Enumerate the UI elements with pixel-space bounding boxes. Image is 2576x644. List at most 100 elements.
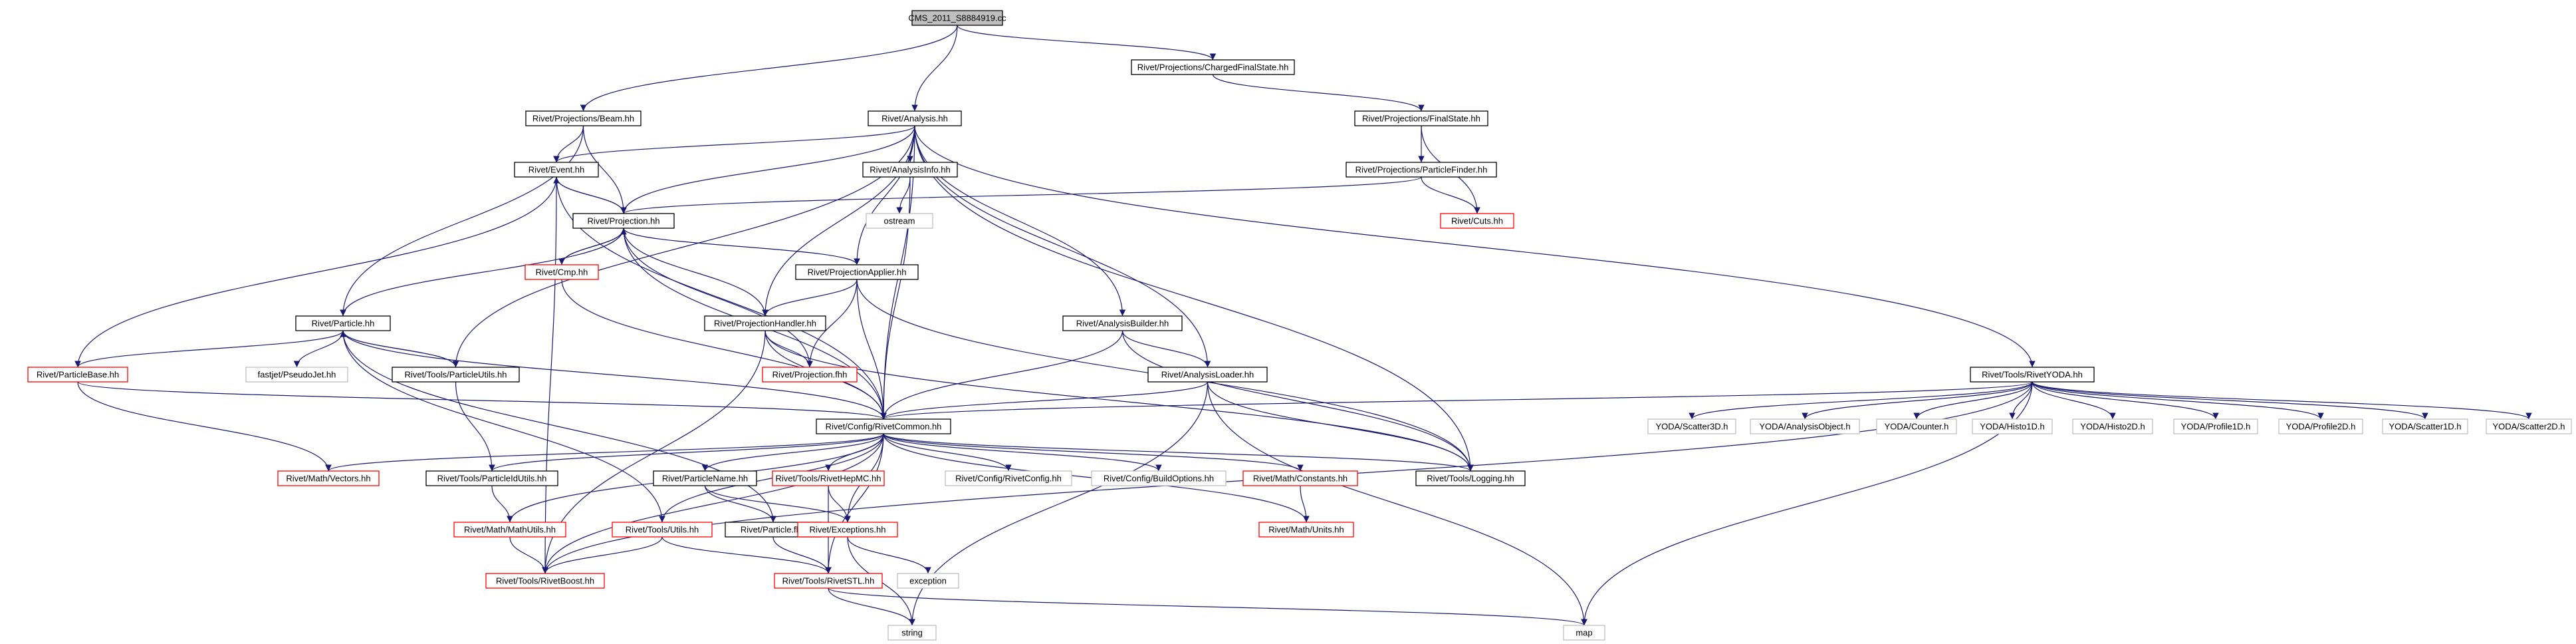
node-map[interactable]: map (1563, 625, 1605, 641)
node-box (525, 264, 599, 280)
node-yoda-histo2d-h[interactable]: YODA/Histo2D.h (2072, 418, 2153, 434)
node-box (392, 367, 520, 383)
edge-rivet-tools-rivetyoda-hh-to-yoda-scatter1d-h (2032, 381, 2428, 420)
edge-rivet-analysisloader-hh-to-rivet-tools-logging-hh (1207, 381, 1474, 472)
node-rivet-projections-beam-hh[interactable]: Rivet/Projections/Beam.hh (525, 110, 642, 126)
node-yoda-scatter1d-h[interactable]: YODA/Scatter1D.h (2382, 418, 2468, 434)
edge-rivet-tools-utils-hh-to-rivet-tools-rivetboost-hh (542, 536, 663, 574)
node-rivet-particle-fhh[interactable]: Rivet/Particle.fhh (725, 522, 822, 538)
node-rivet-tools-particleutils-hh[interactable]: Rivet/Tools/ParticleUtils.hh (392, 367, 520, 383)
edge-rivet-analysis-hh-to-rivet-tools-rivetyoda-hh (914, 125, 2036, 368)
node-rivet-particlename-hh[interactable]: Rivet/ParticleName.hh (653, 470, 757, 486)
node-rivet-tools-particleidutils-hh[interactable]: Rivet/Tools/ParticleIdUtils.hh (425, 470, 558, 486)
edge-rivet-particlebase-hh-to-rivet-math-vectors-hh (77, 381, 332, 472)
node-rivet-projections-chargedfinalstate-hh[interactable]: Rivet/Projections/ChargedFinalState.hh (1131, 59, 1295, 75)
edge-rivet-exceptions-hh-to-exception (847, 536, 931, 574)
node-rivet-math-vectors-hh[interactable]: Rivet/Math/Vectors.hh (277, 470, 380, 486)
node-yoda-scatter2d-h[interactable]: YODA/Scatter2D.h (2486, 418, 2572, 434)
node-rivet-config-rivetcommon-hh[interactable]: Rivet/Config/RivetCommon.hh (816, 418, 951, 434)
node-rivet-config-rivetconfig-hh[interactable]: Rivet/Config/RivetConfig.hh (945, 470, 1072, 486)
node-rivet-analysis-hh[interactable]: Rivet/Analysis.hh (868, 110, 962, 126)
node-rivet-analysisbuilder-hh[interactable]: Rivet/AnalysisBuilder.hh (1062, 315, 1183, 331)
node-label: Rivet/Exceptions.hh (810, 525, 886, 535)
node-label: Rivet/ProjectionApplier.hh (808, 267, 907, 277)
node-box (1415, 470, 1526, 486)
edge-rivet-tools-rivetyoda-hh-to-yoda-histo2d-h (2032, 381, 2116, 420)
node-rivet-tools-rivetstl-hh[interactable]: Rivet/Tools/RivetSTL.hh (774, 573, 883, 589)
node-rivet-particle-hh[interactable]: Rivet/Particle.hh (295, 315, 391, 331)
node-rivet-config-buildoptions-hh[interactable]: Rivet/Config/BuildOptions.hh (1091, 470, 1227, 486)
edge-rivet-projectionapplier-hh-to-rivet-projection-fhh (806, 279, 858, 368)
node-yoda-scatter3d-h[interactable]: YODA/Scatter3D.h (1647, 418, 1736, 434)
node-label: Rivet/Cmp.hh (536, 267, 588, 277)
node-label: Rivet/Projections/FinalState.hh (1362, 114, 1480, 124)
node-box (1876, 418, 1957, 434)
node-rivet-math-mathutils-hh[interactable]: Rivet/Math/MathUtils.hh (453, 522, 566, 538)
node-box (762, 367, 858, 383)
node-ostream[interactable]: ostream (866, 213, 933, 229)
node-rivet-cuts-hh[interactable]: Rivet/Cuts.hh (1440, 213, 1514, 229)
node-label: Rivet/Tools/ParticleUtils.hh (405, 370, 507, 380)
node-yoda-analysisobject-h[interactable]: YODA/AnalysisObject.h (1750, 418, 1860, 434)
node-label: Rivet/Analysis.hh (881, 114, 948, 124)
node-label: YODA/Scatter3D.h (1655, 422, 1728, 432)
node-box (277, 470, 380, 486)
node-yoda-histo1d-h[interactable]: YODA/Histo1D.h (1972, 418, 2053, 434)
edge-rivet-particlebase-hh-to-rivet-config-rivetcommon-hh (77, 381, 887, 420)
node-label: Rivet/Config/BuildOptions.hh (1104, 474, 1214, 484)
node-rivet-projection-hh[interactable]: Rivet/Projection.hh (572, 213, 675, 229)
node-rivet-projectionhandler-hh[interactable]: Rivet/ProjectionHandler.hh (704, 315, 826, 331)
node-label: CMS_2011_S8884919.cc (908, 13, 1006, 23)
edge-rivet-projection-hh-to-rivet-projectionapplier-hh (623, 228, 860, 265)
node-yoda-counter-h[interactable]: YODA/Counter.h (1876, 418, 1957, 434)
edge-rivet-tools-rivetyoda-hh-to-yoda-histo1d-h (2009, 381, 2033, 420)
node-box (774, 573, 883, 589)
edge-rivet-analysis-hh-to-rivet-event-hh (553, 125, 915, 163)
node-rivet-tools-rivetboost-hh[interactable]: Rivet/Tools/RivetBoost.hh (485, 573, 605, 589)
node-fastjet-pseudojet-hh[interactable]: fastjet/PseudoJet.hh (245, 367, 348, 383)
node-yoda-profile1d-h[interactable]: YODA/Profile1D.h (2173, 418, 2258, 434)
edge-rivet-config-rivetcommon-hh-to-rivet-tools-rivetstl-hh (825, 433, 884, 574)
edge-rivet-config-rivetcommon-hh-to-rivet-particlename-hh (701, 433, 884, 472)
node-box (1647, 418, 1736, 434)
node-box (866, 213, 933, 229)
edge-rivet-particle-hh-to-rivet-config-rivetcommon-hh (342, 330, 887, 420)
node-rivet-projectionapplier-hh[interactable]: Rivet/ProjectionApplier.hh (795, 264, 919, 280)
node-box (816, 418, 951, 434)
edge-rivet-event-hh-to-rivet-tools-rivetboost-hh (542, 176, 557, 574)
node-label: Rivet/Event.hh (528, 165, 585, 175)
node-rivet-math-units-hh[interactable]: Rivet/Math/Units.hh (1258, 522, 1354, 538)
edge-cms-2011-s8884919-cc-to-rivet-analysis-hh (911, 25, 958, 112)
node-rivet-projection-fhh[interactable]: Rivet/Projection.fhh (762, 367, 858, 383)
edge-rivet-analysis-hh-to-rivet-analysisbuilder-hh (914, 125, 1126, 317)
node-string[interactable]: string (887, 625, 937, 641)
node-rivet-tools-rivetyoda-hh[interactable]: Rivet/Tools/RivetYODA.hh (1970, 367, 2095, 383)
node-rivet-particlebase-hh[interactable]: Rivet/ParticleBase.hh (27, 367, 128, 383)
node-rivet-cmp-hh[interactable]: Rivet/Cmp.hh (525, 264, 599, 280)
node-rivet-analysisloader-hh[interactable]: Rivet/AnalysisLoader.hh (1147, 367, 1268, 383)
node-rivet-math-constants-hh[interactable]: Rivet/Math/Constants.hh (1242, 470, 1358, 486)
node-label: Rivet/Tools/RivetYODA.hh (1982, 370, 2083, 380)
node-rivet-projections-particlefinder-hh[interactable]: Rivet/Projections/ParticleFinder.hh (1346, 162, 1497, 178)
node-rivet-exceptions-hh[interactable]: Rivet/Exceptions.hh (797, 522, 898, 538)
edge-rivet-math-constants-hh-to-rivet-math-units-hh (1300, 485, 1310, 523)
edge-rivet-analysis-hh-to-rivet-tools-logging-hh (914, 125, 1474, 472)
node-rivet-event-hh[interactable]: Rivet/Event.hh (514, 162, 599, 178)
edge-rivet-particle-hh-to-fastjet-pseudojet-hh (293, 330, 344, 368)
node-rivet-tools-logging-hh[interactable]: Rivet/Tools/Logging.hh (1415, 470, 1526, 486)
node-box (245, 367, 348, 383)
node-rivet-tools-utils-hh[interactable]: Rivet/Tools/Utils.hh (612, 522, 713, 538)
edge-rivet-analysisbuilder-hh-to-rivet-config-rivetcommon-hh (880, 330, 1123, 420)
node-rivet-projections-finalstate-hh[interactable]: Rivet/Projections/FinalState.hh (1354, 110, 1488, 126)
node-label: exception (909, 576, 947, 586)
node-exception[interactable]: exception (897, 573, 959, 589)
node-rivet-analysisinfo-hh[interactable]: Rivet/AnalysisInfo.hh (862, 162, 958, 178)
node-yoda-profile2d-h[interactable]: YODA/Profile2D.h (2278, 418, 2363, 434)
node-cms-2011-s8884919-cc[interactable]: CMS_2011_S8884919.cc (908, 10, 1006, 26)
edge-rivet-config-rivetcommon-hh-to-rivet-tools-particleidutils-hh (489, 433, 884, 472)
edge-rivet-config-rivetcommon-hh-to-rivet-tools-rivetboost-hh (542, 433, 884, 574)
node-rivet-tools-rivethepmc-hh[interactable]: Rivet/Tools/RivetHepMC.hh (772, 470, 885, 486)
node-label: YODA/AnalysisObject.h (1759, 422, 1850, 432)
edge-rivet-tools-rivetyoda-hh-to-yoda-profile1d-h (2032, 381, 2219, 420)
